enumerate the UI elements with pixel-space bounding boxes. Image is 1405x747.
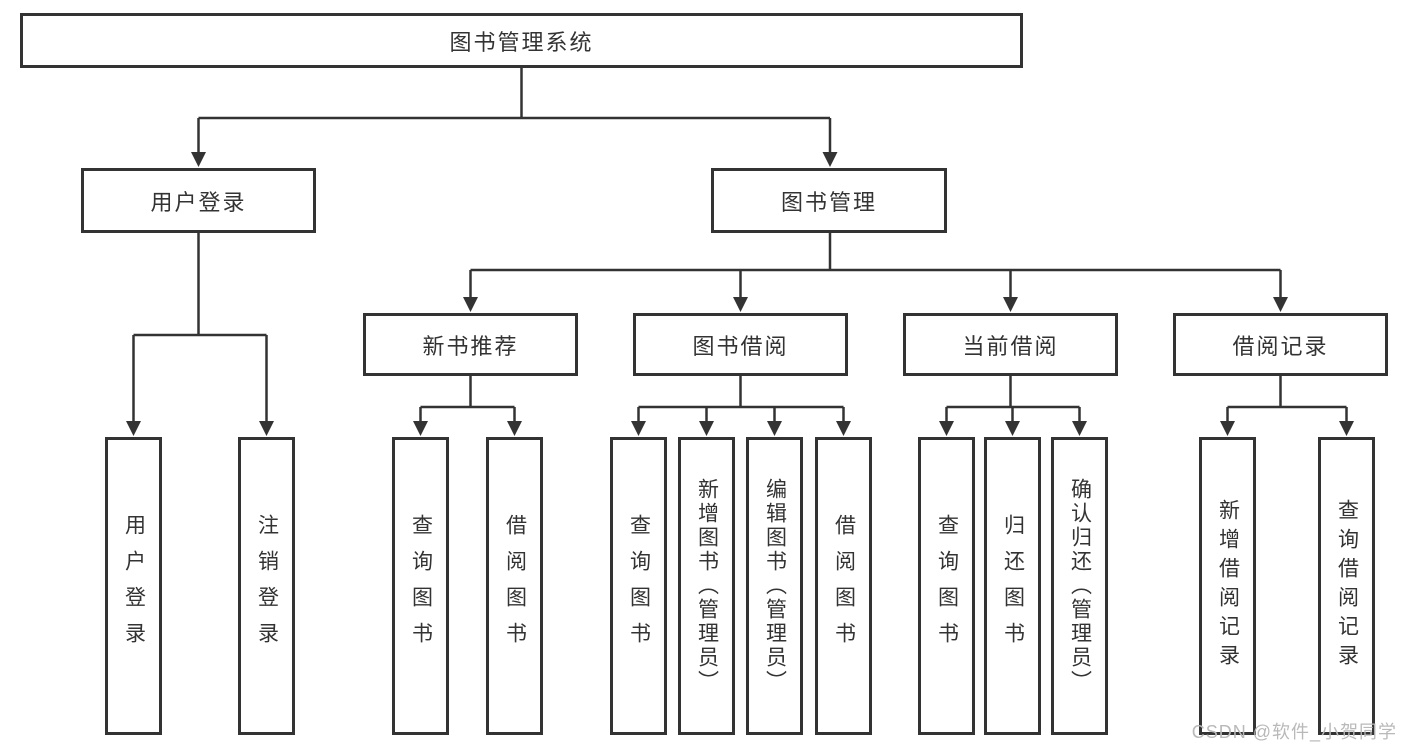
leaf-rec-borrow-books: 借阅图书 bbox=[486, 437, 543, 735]
leaf-cb-confirm-return-admin: 确认归还（管理员） bbox=[1051, 437, 1108, 735]
leaf-cb-confirm-return-admin-label: 确认归还（管理员） bbox=[1068, 478, 1092, 694]
leaf-br-add-record: 新增借阅记录 bbox=[1199, 437, 1256, 735]
node-book-borrowing: 图书借阅 bbox=[633, 313, 848, 376]
watermark: CSDN @软件_小贺同学 bbox=[1191, 722, 1397, 742]
leaf-cb-return-books: 归还图书 bbox=[984, 437, 1041, 735]
leaf-user-login-label: 用户登录 bbox=[122, 514, 146, 658]
node-current-borrowing-label: 当前借阅 bbox=[962, 333, 1059, 359]
node-book-borrowing-label: 图书借阅 bbox=[692, 333, 789, 359]
leaf-bb-borrow-books: 借阅图书 bbox=[815, 437, 872, 735]
node-user-login: 用户登录 bbox=[81, 168, 316, 233]
leaf-cb-query-books-label: 查询图书 bbox=[935, 514, 959, 658]
leaf-bb-add-books-admin-label: 新增图书（管理员） bbox=[695, 478, 719, 694]
node-borrowing-records: 借阅记录 bbox=[1173, 313, 1388, 376]
node-book-management-label: 图书管理 bbox=[780, 189, 877, 215]
leaf-cb-query-books: 查询图书 bbox=[918, 437, 975, 735]
leaf-rec-query-books: 查询图书 bbox=[392, 437, 449, 735]
leaf-logout: 注销登录 bbox=[238, 437, 295, 735]
node-book-management: 图书管理 bbox=[711, 168, 947, 233]
leaf-bb-query-books-label: 查询图书 bbox=[627, 514, 651, 658]
leaf-user-login: 用户登录 bbox=[105, 437, 162, 735]
leaf-logout-label: 注销登录 bbox=[255, 514, 279, 658]
leaf-bb-query-books: 查询图书 bbox=[610, 437, 667, 735]
node-current-borrowing: 当前借阅 bbox=[903, 313, 1118, 376]
leaf-rec-query-books-label: 查询图书 bbox=[409, 514, 433, 658]
leaf-bb-edit-books-admin-label: 编辑图书（管理员） bbox=[763, 478, 787, 694]
leaf-bb-edit-books-admin: 编辑图书（管理员） bbox=[746, 437, 803, 735]
leaf-bb-add-books-admin: 新增图书（管理员） bbox=[678, 437, 735, 735]
node-root-label: 图书管理系统 bbox=[449, 29, 594, 55]
node-user-login-label: 用户登录 bbox=[150, 189, 247, 215]
node-new-book-recommendation-label: 新书推荐 bbox=[422, 333, 519, 359]
leaf-cb-return-books-label: 归还图书 bbox=[1001, 514, 1025, 658]
node-new-book-recommendation: 新书推荐 bbox=[363, 313, 578, 376]
node-root: 图书管理系统 bbox=[20, 13, 1023, 68]
node-borrowing-records-label: 借阅记录 bbox=[1232, 333, 1329, 359]
leaf-bb-borrow-books-label: 借阅图书 bbox=[832, 514, 856, 658]
leaf-br-query-record-label: 查询借阅记录 bbox=[1335, 499, 1359, 673]
leaf-br-query-record: 查询借阅记录 bbox=[1318, 437, 1375, 735]
leaf-br-add-record-label: 新增借阅记录 bbox=[1216, 499, 1240, 673]
leaf-rec-borrow-books-label: 借阅图书 bbox=[503, 514, 527, 658]
